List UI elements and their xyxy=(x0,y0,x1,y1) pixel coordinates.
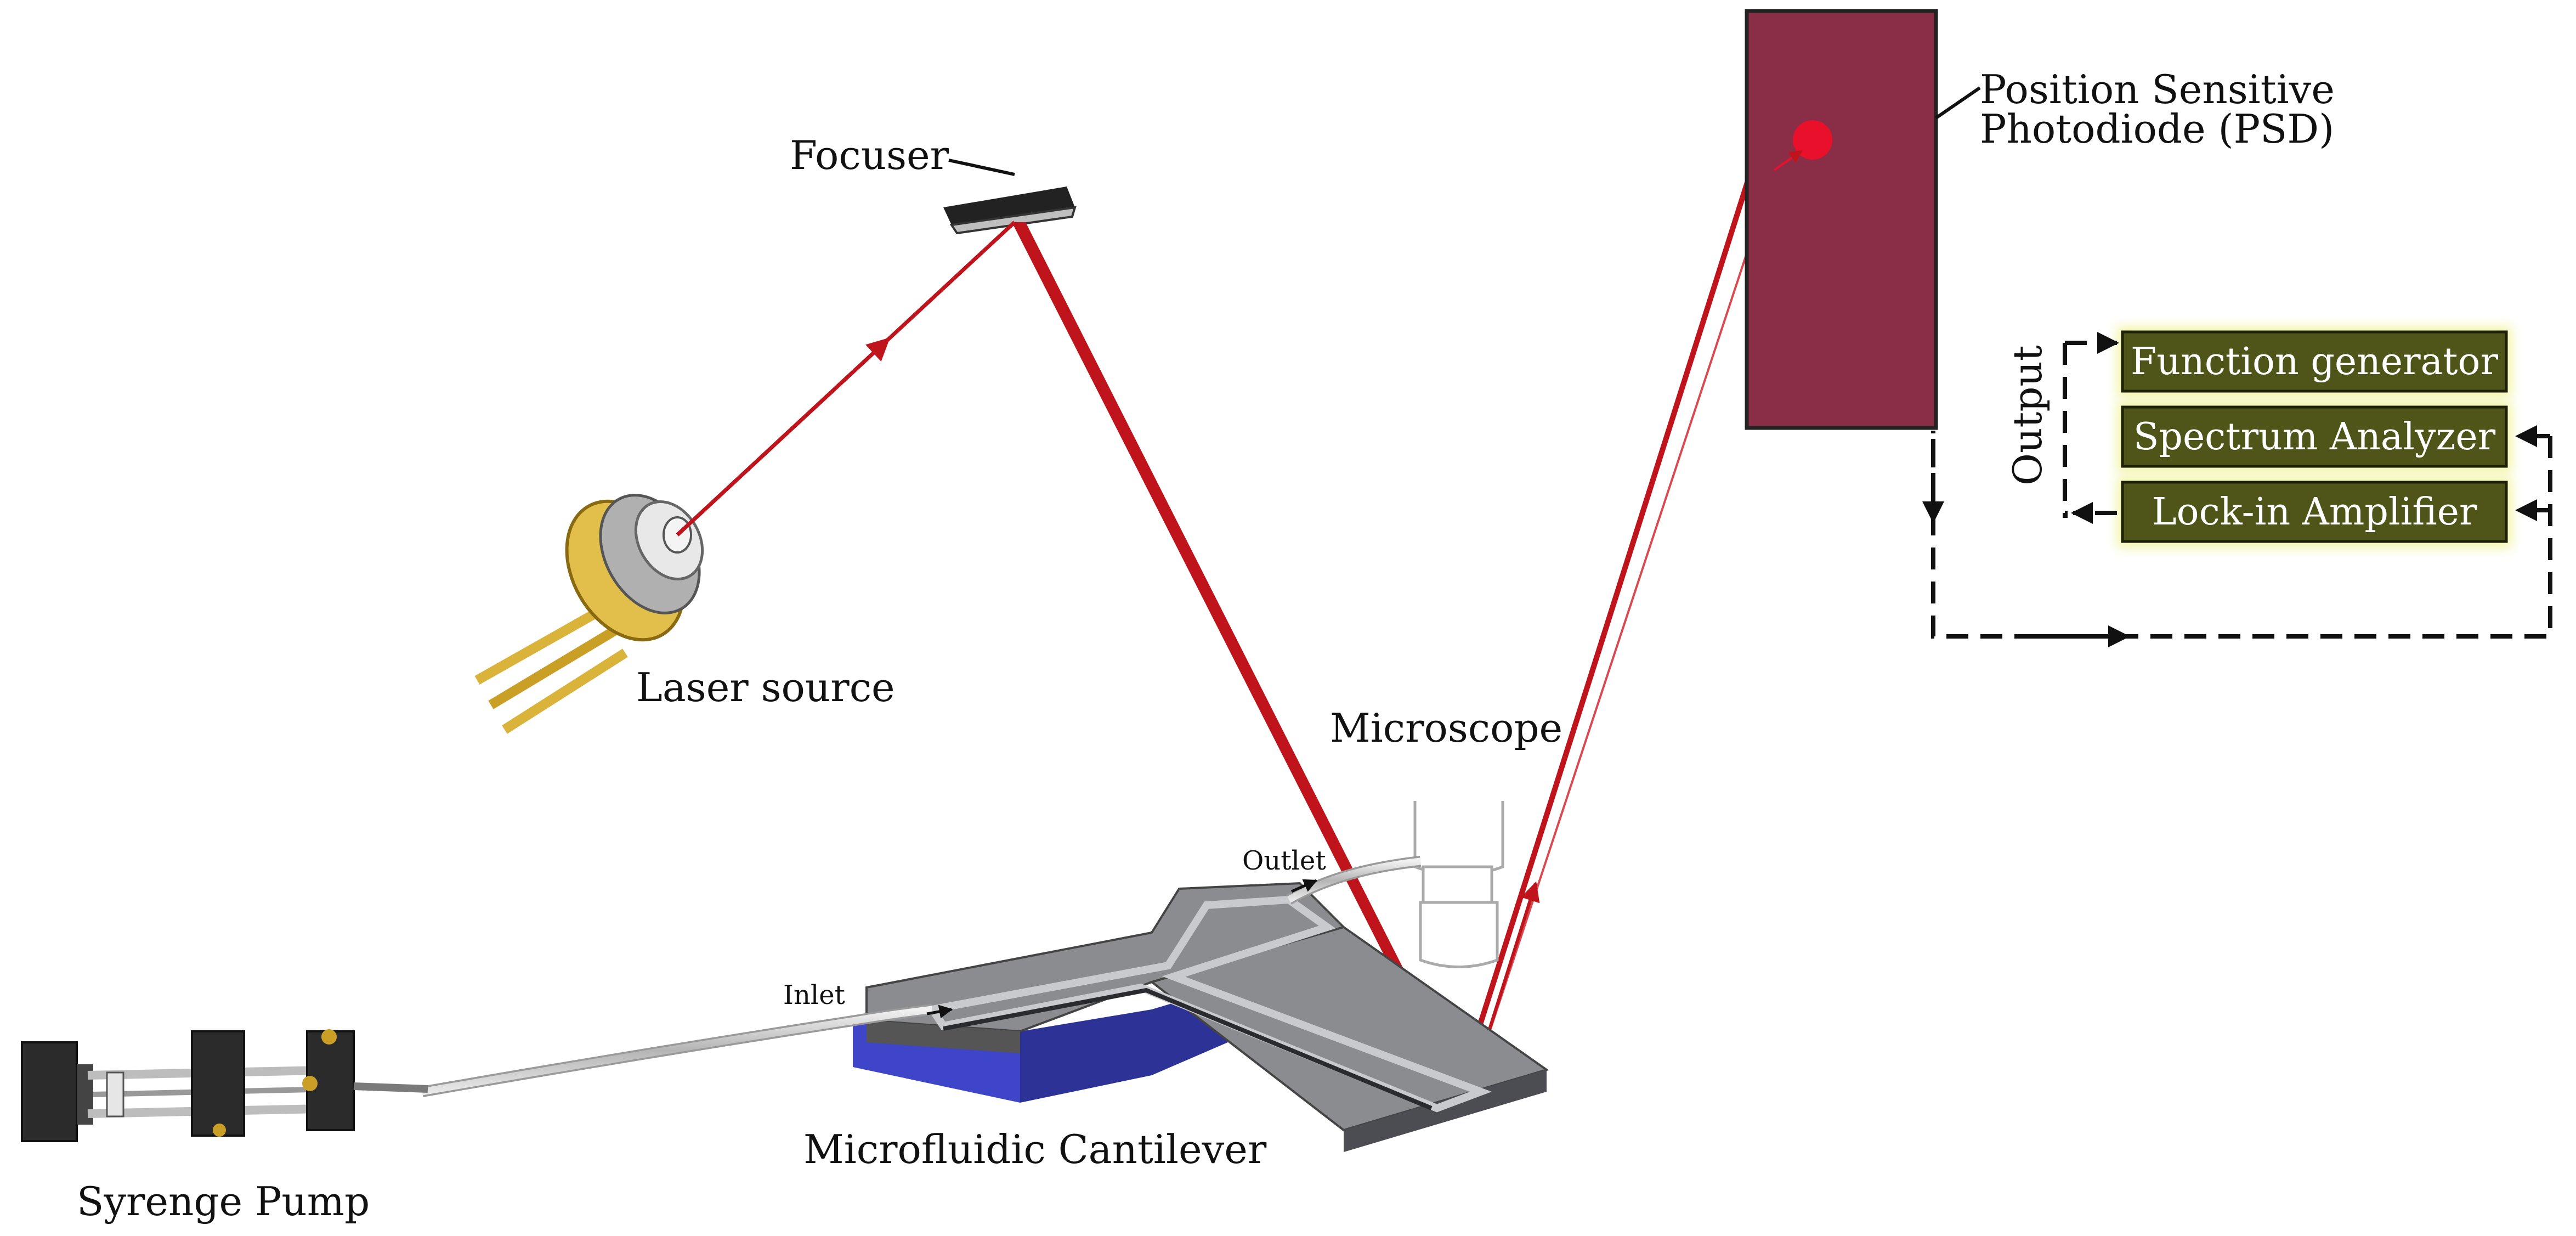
instrument-stack: Function generator Spectrum Analyzer Loc… xyxy=(2117,326,2512,548)
microscope-label: Microscope xyxy=(1330,705,1562,751)
fluid-tubing xyxy=(421,856,1422,1097)
lock-in-amplifier-box xyxy=(2121,481,2508,543)
function-generator-label: Function generator xyxy=(2131,340,2498,383)
output-label: Output xyxy=(2005,345,2051,486)
psd-spot xyxy=(1793,120,1832,160)
focuser-label: Focuser xyxy=(790,132,949,178)
microfluidic-cantilever-icon xyxy=(853,882,1549,1152)
lock-in-amplifier-label: Lock-in Amplifier xyxy=(2152,490,2477,534)
focuser-leader-line xyxy=(948,159,1015,176)
signal-wiring xyxy=(1922,332,2552,647)
spectrum-analyzer-box xyxy=(2121,405,2508,468)
focuser-icon xyxy=(943,159,1077,235)
function-generator-box xyxy=(2121,330,2508,393)
psd-detector xyxy=(1745,9,1981,430)
inlet-label: Inlet xyxy=(783,980,845,1011)
laser-source-label: Laser source xyxy=(636,664,895,710)
syringe-pump-label: Syrenge Pump xyxy=(77,1178,370,1224)
outlet-label: Outlet xyxy=(1242,845,1326,876)
laser-source-icon xyxy=(474,494,704,734)
psd-leader-line xyxy=(1935,86,1981,120)
psd-label-line2: Photodiode (PSD) xyxy=(1980,106,2334,152)
microscope-icon xyxy=(1413,801,1504,968)
cantilever-label: Microfluidic Cantilever xyxy=(803,1126,1267,1172)
psd-label-line1: Position Sensitive xyxy=(1980,66,2335,112)
psd-body xyxy=(1745,9,1938,430)
spectrum-analyzer-label: Spectrum Analyzer xyxy=(2133,415,2496,459)
syringe-pump-icon xyxy=(21,1029,428,1142)
